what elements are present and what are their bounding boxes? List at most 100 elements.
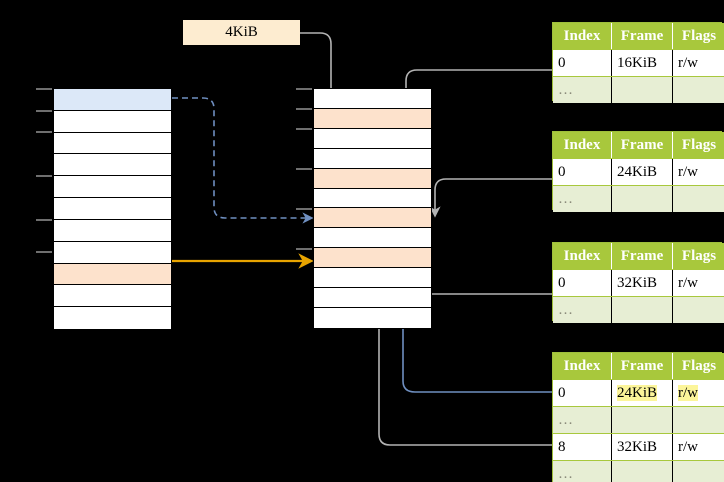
table-row-ellipsis: … <box>553 296 724 323</box>
cell-flags: r/w <box>672 379 724 407</box>
cell-frame: 16KiB <box>611 49 673 77</box>
tick-mark <box>296 168 312 170</box>
vaddr-row <box>54 176 171 199</box>
table-row-ellipsis: … <box>553 185 724 212</box>
cell-flags: r/w <box>672 158 724 186</box>
cell-flags: r/w <box>672 433 724 461</box>
frame-row <box>314 108 431 129</box>
cell-frame <box>611 406 673 434</box>
column-header-frame: Frame <box>611 23 673 50</box>
tick-mark <box>36 175 52 177</box>
column-header-flags: Flags <box>672 132 724 159</box>
tick-mark <box>296 88 312 90</box>
cell-index: … <box>553 185 612 212</box>
vaddr-row <box>54 307 171 329</box>
cell-index: 0 <box>553 379 612 407</box>
vaddr-row <box>54 89 171 111</box>
cell-frame <box>611 185 673 212</box>
cell-index: 0 <box>553 269 612 297</box>
vaddr-row <box>54 263 171 286</box>
frame-row <box>314 228 431 249</box>
page-size-text: 4KiB <box>225 24 258 40</box>
tick-mark <box>36 88 52 90</box>
cell-index: … <box>553 406 612 434</box>
virtual-address-space-column <box>53 88 172 330</box>
tick-mark <box>296 128 312 130</box>
column-header-flags: Flags <box>672 23 724 50</box>
cell-flags: r/w <box>672 49 724 77</box>
vaddr-row <box>54 198 171 220</box>
vaddr-row <box>54 241 171 264</box>
cell-index: … <box>553 76 612 103</box>
cell-flags: r/w <box>672 269 724 297</box>
frame-row <box>314 208 431 229</box>
cell-index: 8 <box>553 433 612 461</box>
cell-flags <box>672 460 724 482</box>
frame-row <box>314 268 431 289</box>
table-row-ellipsis: … <box>553 406 724 434</box>
wire-pt1-to-frame <box>400 69 610 178</box>
highlight-span: r/w <box>678 384 698 401</box>
column-header-index: Index <box>553 243 612 270</box>
frame-row <box>314 168 431 189</box>
column-header-index: Index <box>553 23 612 50</box>
frame-row <box>314 128 431 149</box>
frame-row <box>314 148 431 169</box>
column-header-index: Index <box>553 132 612 159</box>
column-header-flags: Flags <box>672 353 724 380</box>
tick-mark <box>36 219 52 221</box>
cell-frame <box>611 76 673 103</box>
wire-sizebox-to-frame <box>300 32 337 114</box>
cell-index: … <box>553 460 612 482</box>
cell-frame <box>611 460 673 482</box>
column-header-frame: Frame <box>611 132 673 159</box>
tick-mark <box>296 208 312 210</box>
frame-row <box>314 248 431 269</box>
column-header-flags: Flags <box>672 243 724 270</box>
tick-mark <box>36 251 52 253</box>
highlight-span: 24KiB <box>617 384 658 401</box>
tick-mark <box>296 108 312 110</box>
tick-mark <box>36 131 52 133</box>
cell-frame <box>611 296 673 323</box>
wire-pt4-row0-to-frame <box>397 222 610 393</box>
vaddr-row <box>54 154 171 177</box>
physical-frame-space-column <box>313 88 432 329</box>
cell-index: 0 <box>553 49 612 77</box>
cell-flags <box>672 406 724 434</box>
table-row: 0 24KiB r/w <box>553 379 724 407</box>
table-row-ellipsis: … <box>553 76 724 103</box>
vaddr-row <box>54 132 171 155</box>
table-row-ellipsis: … <box>553 460 724 482</box>
column-header-frame: Frame <box>611 353 673 380</box>
cell-flags <box>672 76 724 103</box>
cell-index: 0 <box>553 158 612 186</box>
tick-mark <box>296 248 312 250</box>
column-header-index: Index <box>553 353 612 380</box>
frame-row <box>314 89 431 109</box>
cell-frame: 24KiB <box>611 158 673 186</box>
cell-flags <box>672 296 724 323</box>
tick-mark <box>36 110 52 112</box>
wire-pt4-row8-to-frame <box>373 262 610 446</box>
vaddr-row <box>54 110 171 133</box>
cell-frame: 24KiB <box>611 379 673 407</box>
frame-row <box>314 307 431 328</box>
cell-flags <box>672 185 724 212</box>
wire-pt2-to-frame <box>429 178 610 218</box>
column-header-frame: Frame <box>611 243 673 270</box>
cell-frame: 32KiB <box>611 433 673 461</box>
page-size-label: 4KiB <box>183 20 300 45</box>
cell-index: … <box>553 296 612 323</box>
frame-row <box>314 188 431 209</box>
wire-vaddr-blue-dashed <box>172 97 314 224</box>
